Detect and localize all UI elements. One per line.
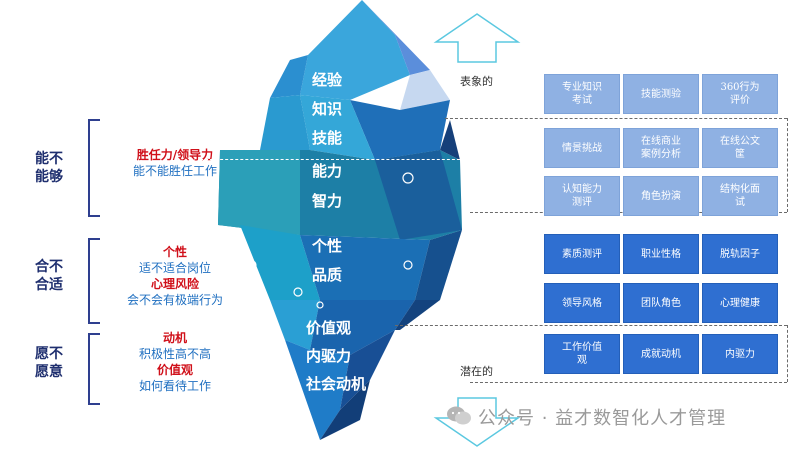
- iceberg-label-knowledge: 知识: [312, 100, 343, 118]
- iceberg-label-social-motive: 社会动机: [306, 375, 367, 393]
- assessment-box: 成就动机: [623, 334, 699, 374]
- iceberg-label-personality: 个性: [312, 237, 343, 255]
- desc-line: 会不会有极端行为: [126, 293, 223, 307]
- assessment-box: 在线公文 筐: [702, 128, 778, 168]
- iceberg-label-values: 价值观: [306, 319, 352, 337]
- assessment-box: 内驱力: [702, 334, 778, 374]
- wechat-icon: [447, 406, 471, 425]
- desc-line: 能不能胜任工作: [132, 164, 217, 178]
- frame-line: [445, 118, 787, 119]
- bracket-willing: [88, 333, 100, 405]
- assessment-box: 领导风格: [544, 283, 620, 323]
- group-label-ability: 能不 能够: [35, 151, 63, 185]
- assessment-box: 在线商业 案例分析: [623, 128, 699, 168]
- desc-line: 适不适合岗位: [138, 261, 211, 275]
- assessment-box: 心理健康: [702, 283, 778, 323]
- desc-line: 价值观: [156, 363, 193, 377]
- iceberg-graphic: [218, 0, 462, 440]
- group-desc-willing: 动机 积极性高不高 价值观 如何看待工作: [100, 330, 250, 394]
- assessment-box: 认知能力 测评: [544, 176, 620, 216]
- group-label-willing: 愿不 愿意: [35, 346, 63, 380]
- waterline: [200, 159, 470, 160]
- frame-line: [470, 382, 787, 383]
- desc-line: 动机: [162, 331, 187, 345]
- iceberg-label-quality: 品质: [312, 266, 343, 284]
- frame-line: [787, 118, 788, 212]
- hidden-label: 潜在的: [460, 365, 493, 378]
- assessment-box: 情景挑战: [544, 128, 620, 168]
- desc-line: 积极性高不高: [138, 347, 211, 361]
- assessment-box: 角色扮演: [623, 176, 699, 216]
- watermark-text: 公众号 · 益才数智化人才管理: [478, 408, 727, 429]
- group-label-fit: 合不 合适: [35, 259, 63, 293]
- arrow-up-icon: [433, 13, 521, 63]
- assessment-box: 360行为 评价: [702, 74, 778, 114]
- assessment-box: 结构化面 试: [702, 176, 778, 216]
- assessment-box: 团队角色: [623, 283, 699, 323]
- iceberg-label-ability: 能力: [312, 162, 343, 180]
- frame-line: [395, 325, 787, 326]
- surface-label: 表象的: [460, 75, 493, 88]
- desc-line: 个性: [162, 245, 187, 259]
- assessment-box: 专业知识 考试: [544, 74, 620, 114]
- iceberg-label-intelligence: 智力: [312, 192, 343, 210]
- assessment-box: 脱轨因子: [702, 234, 778, 274]
- desc-line: 心理风险: [150, 277, 199, 291]
- iceberg-label-drive: 内驱力: [306, 347, 352, 365]
- assessment-box: 职业性格: [623, 234, 699, 274]
- assessment-box: 工作价值 观: [544, 334, 620, 374]
- group-desc-fit: 个性 适不适合岗位 心理风险 会不会有极端行为: [100, 244, 250, 308]
- bracket-fit: [88, 238, 100, 324]
- iceberg-label-skill: 技能: [312, 129, 343, 147]
- bracket-ability: [88, 119, 100, 217]
- assessment-box: 素质测评: [544, 234, 620, 274]
- group-desc-ability: 胜任力/领导力 能不能胜任工作: [100, 147, 250, 179]
- desc-line: 如何看待工作: [138, 379, 211, 393]
- desc-line: 胜任力/领导力: [136, 148, 214, 162]
- frame-line: [787, 325, 788, 382]
- iceberg-label-experience: 经验: [312, 71, 343, 89]
- assessment-box: 技能测验: [623, 74, 699, 114]
